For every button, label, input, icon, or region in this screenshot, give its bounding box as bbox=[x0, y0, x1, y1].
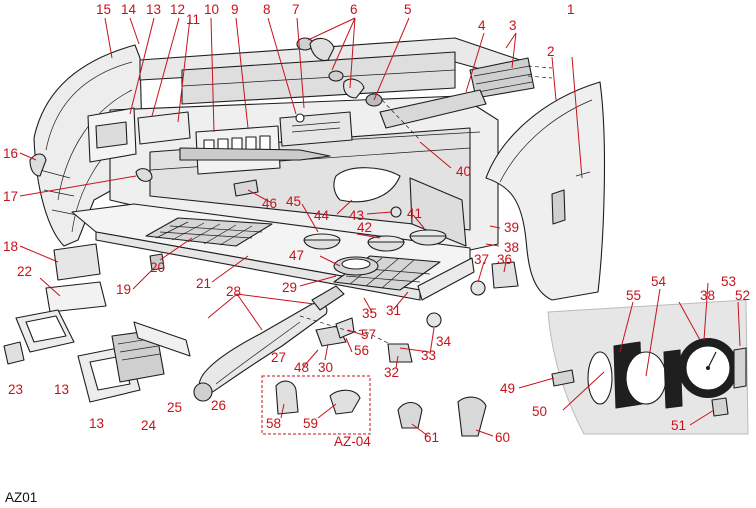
callout-33: 33 bbox=[421, 348, 436, 363]
inclined-bar bbox=[379, 89, 487, 129]
callout-28: 28 bbox=[226, 284, 241, 299]
callout-48: 48 bbox=[294, 360, 309, 375]
callout-59: 59 bbox=[303, 416, 318, 431]
callout-44: 44 bbox=[314, 208, 330, 223]
callout-15: 15 bbox=[96, 2, 111, 17]
callout-9: 9 bbox=[231, 2, 239, 17]
gauge-window-panel bbox=[409, 177, 467, 247]
callout-10: 10 bbox=[204, 2, 219, 17]
callout-37: 37 bbox=[474, 252, 489, 267]
callout-60: 60 bbox=[495, 430, 510, 445]
callout-38: 38 bbox=[504, 240, 519, 255]
callout-21: 21 bbox=[196, 276, 211, 291]
callout-38b: 38 bbox=[700, 288, 715, 303]
callout-25: 25 bbox=[167, 400, 182, 415]
callout-labels: 1 2 3 4 5 6 7 8 9 10 11 12 13 14 15 16 1… bbox=[3, 2, 750, 505]
callout-29: 29 bbox=[282, 280, 297, 295]
diagram-code: AZ01 bbox=[5, 490, 37, 505]
callout-32: 32 bbox=[384, 365, 399, 380]
callout-36: 36 bbox=[497, 252, 512, 267]
kit-az04-frame bbox=[261, 375, 371, 435]
callout-43: 43 bbox=[349, 208, 364, 223]
callout-13c: 13 bbox=[89, 416, 104, 431]
callout-13: 13 bbox=[146, 2, 161, 17]
callout-12: 12 bbox=[170, 2, 185, 17]
callout-17: 17 bbox=[3, 189, 18, 204]
callout-23: 23 bbox=[8, 382, 23, 397]
callout-47: 47 bbox=[289, 248, 304, 263]
callout-58: 58 bbox=[266, 416, 281, 431]
callout-7: 7 bbox=[292, 2, 300, 17]
cup-grid-left bbox=[145, 217, 273, 247]
callout-3: 3 bbox=[509, 18, 517, 33]
machine-drawing bbox=[3, 37, 749, 437]
callout-14: 14 bbox=[121, 2, 137, 17]
callout-31: 31 bbox=[386, 303, 401, 318]
callout-41: 41 bbox=[407, 206, 422, 221]
callout-20: 20 bbox=[150, 260, 165, 275]
callout-1: 1 bbox=[567, 2, 575, 17]
callout-22: 22 bbox=[17, 264, 32, 279]
callout-16: 16 bbox=[3, 146, 18, 161]
callout-39: 39 bbox=[504, 220, 519, 235]
right-side-panel bbox=[485, 81, 606, 301]
callout-53: 53 bbox=[721, 274, 736, 289]
callout-55: 55 bbox=[626, 288, 641, 303]
callout-34: 34 bbox=[436, 334, 452, 349]
callout-2: 2 bbox=[547, 44, 555, 59]
callout-49: 49 bbox=[500, 381, 515, 396]
callout-6: 6 bbox=[350, 2, 358, 17]
kit-label: AZ-04 bbox=[334, 434, 371, 449]
group-outlet-hole bbox=[333, 167, 401, 203]
steam-valve-assembly bbox=[296, 37, 383, 107]
callout-4: 4 bbox=[478, 18, 486, 33]
callout-5: 5 bbox=[404, 2, 412, 17]
callout-54: 54 bbox=[651, 274, 667, 289]
callout-57: 57 bbox=[361, 327, 376, 342]
callout-61: 61 bbox=[424, 430, 439, 445]
callout-51: 51 bbox=[671, 418, 686, 433]
callout-56: 56 bbox=[354, 343, 369, 358]
callout-42: 42 bbox=[357, 220, 372, 235]
callout-30: 30 bbox=[318, 360, 333, 375]
callout-13b: 13 bbox=[54, 382, 69, 397]
callout-52: 52 bbox=[735, 288, 750, 303]
callout-18: 18 bbox=[3, 239, 18, 254]
callout-50: 50 bbox=[532, 404, 547, 419]
callout-45: 45 bbox=[286, 194, 301, 209]
callout-26: 26 bbox=[211, 398, 226, 413]
callout-8: 8 bbox=[263, 2, 271, 17]
leader-lines bbox=[19, 17, 741, 437]
callout-11: 11 bbox=[186, 12, 200, 27]
callout-27: 27 bbox=[271, 350, 286, 365]
callout-19: 19 bbox=[116, 282, 131, 297]
callout-46: 46 bbox=[262, 196, 277, 211]
callout-35: 35 bbox=[362, 306, 377, 321]
callout-40: 40 bbox=[456, 164, 471, 179]
callout-24: 24 bbox=[141, 418, 157, 433]
